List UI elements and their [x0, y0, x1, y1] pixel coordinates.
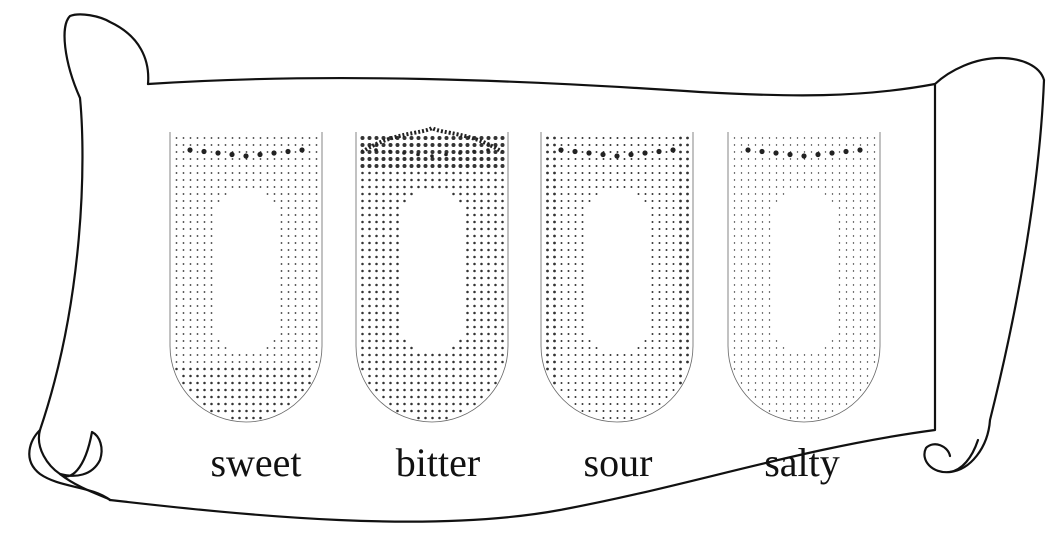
tongue-sour — [541, 132, 693, 422]
scroll-left-roll — [39, 14, 148, 500]
scroll-right-roll — [924, 58, 1044, 472]
tongue-bitter — [356, 128, 508, 422]
tongue-label-sweet: sweet — [176, 443, 336, 483]
tongue-outline — [356, 132, 508, 422]
tongue-sweet — [170, 132, 322, 422]
scroll-left-roll-inner — [60, 432, 102, 476]
tongue-salty — [728, 132, 880, 422]
tongue-label-salty: salty — [722, 443, 882, 483]
tongue-label-bitter: bitter — [358, 443, 518, 483]
tongue-label-sour: sour — [538, 443, 698, 483]
tongue-outline — [728, 132, 880, 422]
tongue-outline — [541, 132, 693, 422]
bitter-back-band — [362, 128, 502, 152]
tongue-diagrams — [170, 128, 880, 422]
tongue-outline — [170, 132, 322, 422]
